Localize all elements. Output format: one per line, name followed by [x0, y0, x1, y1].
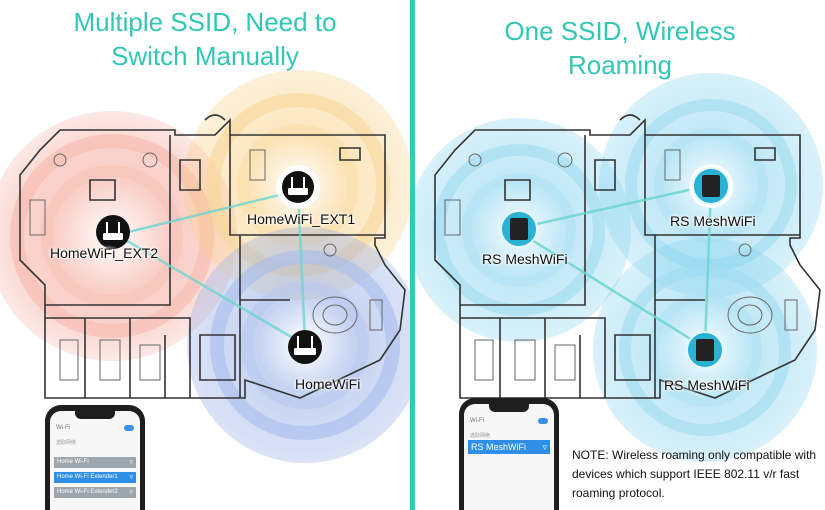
- left-panel: Multiple SSID, Need to Switch Manually H…: [0, 0, 410, 510]
- network-name: Home Wi-Fi Extender2: [57, 489, 118, 495]
- left-floorplan: [0, 70, 410, 463]
- phone-notch: [75, 410, 115, 419]
- compatibility-note: NOTE: Wireless roaming only compatible w…: [572, 448, 817, 500]
- phone-section-label: 选取网络: [470, 433, 491, 439]
- network-item-rs-meshwifi[interactable]: RS MeshWiFi ▿: [468, 440, 550, 454]
- floorplan-walls: [434, 114, 821, 399]
- mesh-node-icon: [500, 210, 538, 248]
- right-floorplan: [415, 73, 823, 462]
- left-title-line2: Switch Manually: [111, 41, 299, 71]
- network-name: Home Wi-Fi Extender1: [57, 474, 118, 480]
- wifi-icon: ▿: [129, 474, 133, 481]
- left-title: Multiple SSID, Need to Switch Manually: [0, 5, 410, 73]
- mesh-node-icon: [689, 164, 733, 208]
- label-node-top: RS MeshWiFi: [670, 213, 756, 229]
- mesh-node-icon: [686, 331, 724, 369]
- right-links: [518, 183, 713, 350]
- left-title-line1: Multiple SSID, Need to: [73, 7, 337, 37]
- label-ext1: HomeWiFi_EXT1: [247, 211, 356, 227]
- wifi-toggle[interactable]: [538, 418, 548, 424]
- panel-divider: [410, 0, 415, 510]
- network-item-home[interactable]: Home Wi-Fi ▿: [54, 457, 136, 468]
- phone-screen: Wi-Fi 选取网络 Home Wi-Fi ▿ Home Wi-Fi Exten…: [50, 411, 140, 510]
- phone-screen: Wi-Fi 选取网络 RS MeshWiFi ▿: [464, 404, 554, 510]
- wifi-toggle[interactable]: [124, 425, 134, 431]
- router-icon: [288, 330, 322, 364]
- phone-wifi-header: Wi-Fi: [470, 418, 484, 424]
- left-phone: Wi-Fi 选取网络 Home Wi-Fi ▿ Home Wi-Fi Exten…: [45, 405, 145, 510]
- router-icon: [276, 165, 320, 209]
- right-panel: One SSID, Wireless Roaming RS MeshWiFi R…: [415, 0, 825, 510]
- label-node-left: RS MeshWiFi: [482, 251, 568, 267]
- wifi-icon: ▿: [542, 442, 547, 452]
- right-title-line2: Roaming: [567, 50, 673, 80]
- right-title: One SSID, Wireless Roaming: [415, 14, 825, 82]
- network-item-extender2[interactable]: Home Wi-Fi Extender2 ▿: [54, 487, 136, 498]
- left-links: [111, 188, 307, 347]
- phone-section-label: 选取网络: [56, 440, 77, 446]
- floorplan-walls: [19, 114, 406, 399]
- network-name: RS MeshWiFi: [471, 442, 527, 452]
- phone-wifi-header: Wi-Fi: [56, 425, 70, 431]
- floorplan-furniture: [29, 149, 383, 381]
- wifi-icon: ▿: [129, 459, 133, 466]
- label-node-bottom: RS MeshWiFi: [664, 377, 750, 393]
- phone-notch: [489, 403, 529, 412]
- network-name: Home Wi-Fi: [57, 459, 89, 465]
- floorplan-furniture: [444, 149, 798, 381]
- wifi-icon: ▿: [129, 489, 133, 496]
- label-main: HomeWiFi: [295, 376, 361, 392]
- right-phone: Wi-Fi 选取网络 RS MeshWiFi ▿: [459, 398, 559, 510]
- right-title-line1: One SSID, Wireless: [504, 16, 736, 46]
- network-item-extender1[interactable]: Home Wi-Fi Extender1 ▿: [54, 472, 136, 483]
- label-ext2: HomeWiFi_EXT2: [50, 245, 159, 261]
- router-icon: [96, 215, 130, 249]
